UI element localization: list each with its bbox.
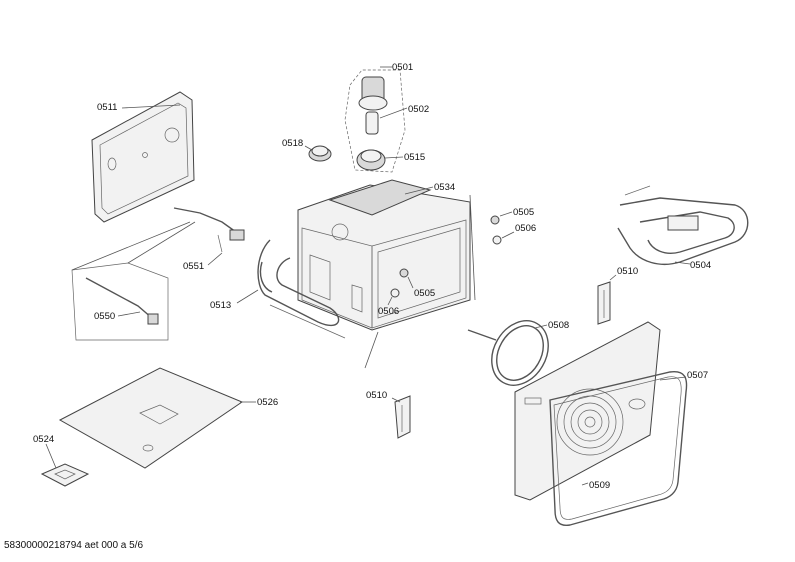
side-rail-right [597,281,611,325]
fan-motor-assembly [344,69,406,173]
label-0506-lower: 0506 [378,306,399,317]
side-rail-left [394,395,411,439]
label-0518: 0518 [282,138,303,149]
back-cover-panel [91,91,195,223]
label-0551: 0551 [183,261,204,272]
circular-heating-element [467,320,549,386]
label-0550: 0550 [94,311,115,322]
label-0526: 0526 [257,397,278,408]
label-0508: 0508 [548,320,569,331]
insulation-mat [58,367,244,469]
grommet-part [308,145,332,162]
label-0513: 0513 [210,300,231,311]
label-0507: 0507 [687,370,708,381]
sensor-bracket [173,207,245,253]
label-0524: 0524 [33,434,54,445]
lower-heating-element [257,239,346,339]
label-0510-right: 0510 [617,266,638,277]
door-seal-gasket [549,371,688,527]
label-0510-left: 0510 [366,390,387,401]
label-0534: 0534 [434,182,455,193]
detail-callout-box [71,221,196,341]
label-0509: 0509 [589,480,610,491]
clip-part-upper [490,215,502,245]
fan-cover-panel [514,321,661,501]
label-0505-upper: 0505 [513,207,534,218]
document-footer: 58300000218794 aet 000 a 5/6 [4,540,144,551]
grill-heating-element [617,185,749,266]
label-0502: 0502 [408,104,429,115]
oven-cavity [297,179,476,369]
label-0504: 0504 [690,260,711,271]
label-0511: 0511 [97,102,117,113]
square-pad [40,463,90,487]
label-0515: 0515 [404,152,425,163]
label-0506-upper: 0506 [515,223,536,234]
label-0505-lower: 0505 [414,288,435,299]
label-0501: 0501 [392,62,413,73]
clip-part-lower [390,268,409,298]
